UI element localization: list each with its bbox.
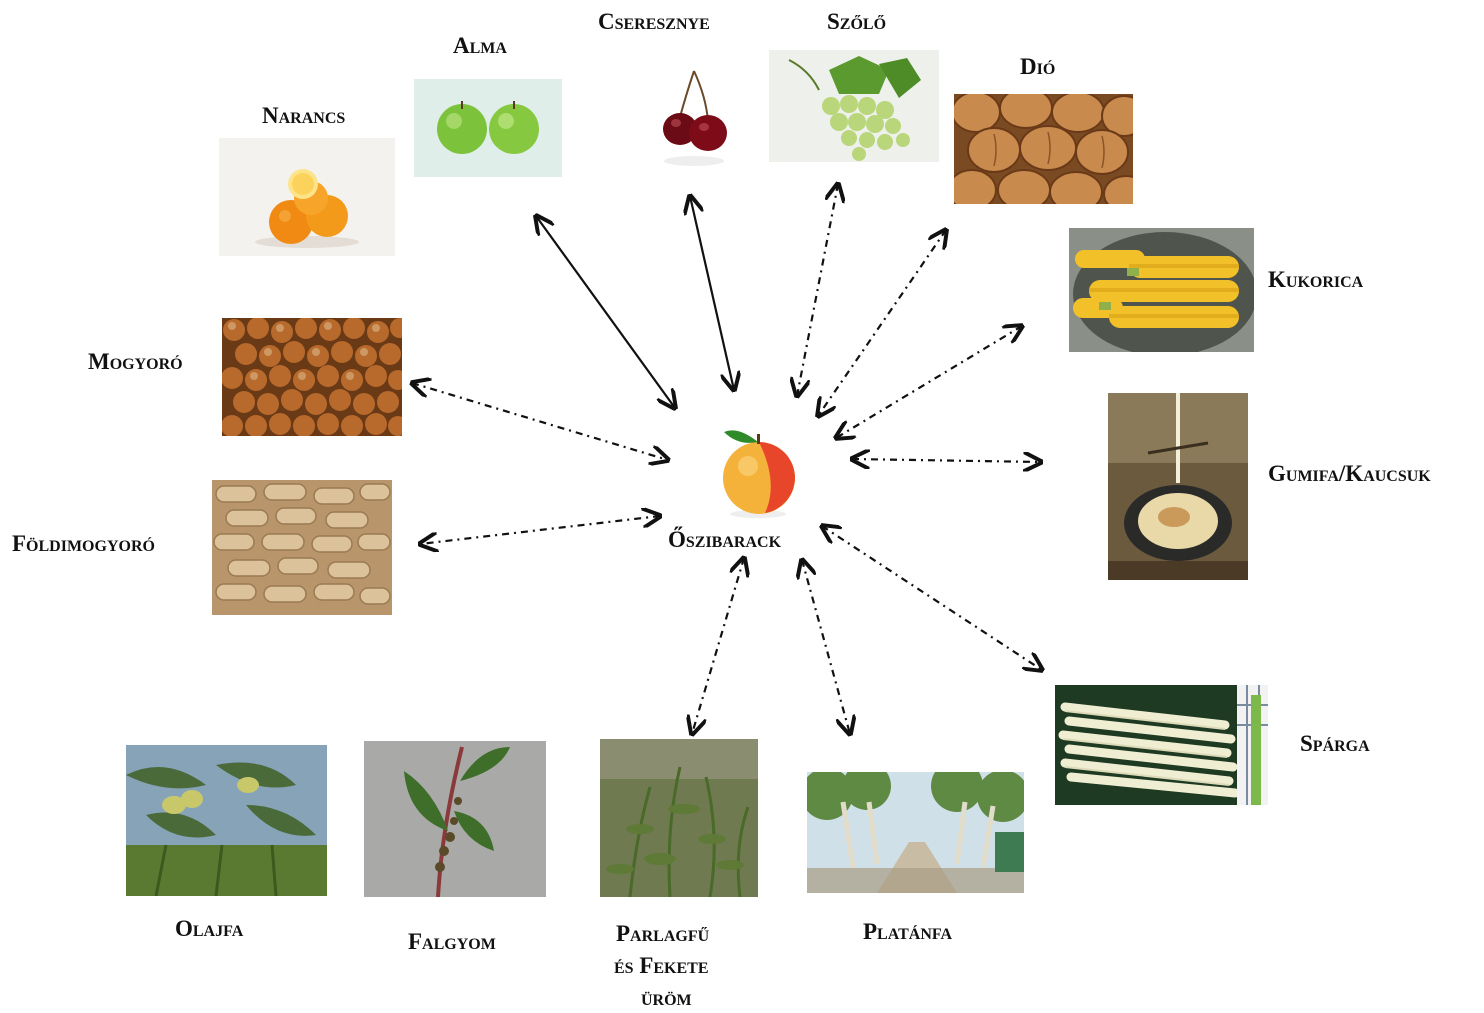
arrow-sparga [822,526,1042,670]
arrow-mogyoro [412,383,668,460]
label-platanfa: Platánfa [863,918,952,947]
label-narancs: Narancs [262,102,345,131]
label-falgyom: Falgyom [408,928,496,957]
label-cseresznye: Cseresznye [598,8,710,37]
label-szolo: Szőlő [827,8,886,37]
label-olajfa: Olajfa [175,915,243,944]
label-alma: Alma [453,32,507,61]
label-mogyoro: Mogyoró [88,348,183,377]
label-foldimogyoro: Földimogyoró [12,530,155,559]
arrow-dio [818,230,946,416]
label-center: Őszibarack [668,526,781,555]
arrow-cseresznye [690,196,734,390]
arrow-szolo [797,184,838,396]
label-kukorica: Kukorica [1268,266,1363,295]
arrow-alma [536,216,675,408]
label-sparga: Spárga [1300,730,1370,759]
label-parlagfu-line3: üröm [641,984,692,1013]
label-gumifa: Gumifa/Kaucsuk [1268,460,1431,489]
arrow-parlagfu [692,558,744,734]
label-parlagfu-line1: Parlagfű [616,920,709,949]
arrow-platanfa [802,560,850,734]
label-dio: Dió [1020,53,1055,82]
label-parlagfu-line2: és Fekete [614,952,709,981]
arrow-kukorica [836,326,1022,438]
arrow-gumifa [852,459,1041,462]
arrow-foldimogyoro [420,516,660,544]
